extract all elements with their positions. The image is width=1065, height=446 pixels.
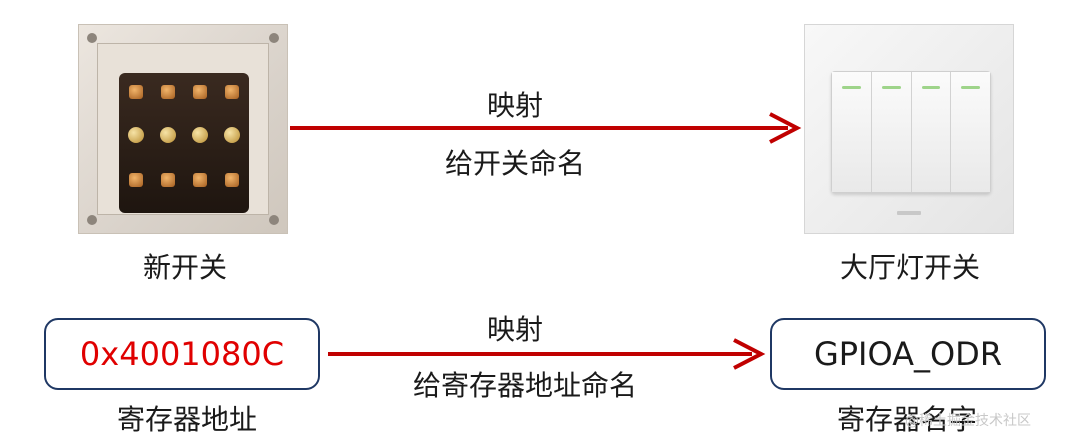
- switch-terminal-block: [119, 73, 249, 213]
- switch-key: [871, 72, 912, 192]
- register-address-box: 0x4001080C: [44, 318, 320, 390]
- switch-corner-hole: [87, 33, 97, 43]
- top-arrow-sublabel: 给开关命名: [444, 147, 585, 180]
- new-switch-image: [78, 24, 288, 234]
- register-name-box: GPIOA_ODR: [770, 318, 1046, 390]
- top-mapping-arrow: [290, 112, 802, 144]
- new-switch-caption: 新开关: [142, 251, 227, 284]
- watermark: @稀土掘金技术社区: [905, 413, 1031, 429]
- switch-brand-mark: [897, 211, 921, 215]
- switch-corner-hole: [87, 215, 97, 225]
- register-address-caption: 寄存器地址: [116, 403, 257, 436]
- hall-light-switch-caption: 大厅灯开关: [839, 251, 980, 284]
- hall-light-switch-image: [804, 24, 1014, 234]
- switch-key-plate: [831, 71, 991, 193]
- bottom-arrow-sublabel: 给寄存器地址命名: [412, 369, 637, 402]
- register-name-caption: 寄存器名字: [836, 403, 977, 436]
- top-arrow-label: 映射: [486, 89, 543, 122]
- switch-key: [951, 72, 990, 192]
- switch-corner-hole: [269, 215, 279, 225]
- switch-corner-hole: [269, 33, 279, 43]
- bottom-mapping-arrow: [328, 338, 766, 370]
- switch-key: [832, 72, 872, 192]
- bottom-arrow-label: 映射: [486, 313, 543, 346]
- switch-key: [911, 72, 952, 192]
